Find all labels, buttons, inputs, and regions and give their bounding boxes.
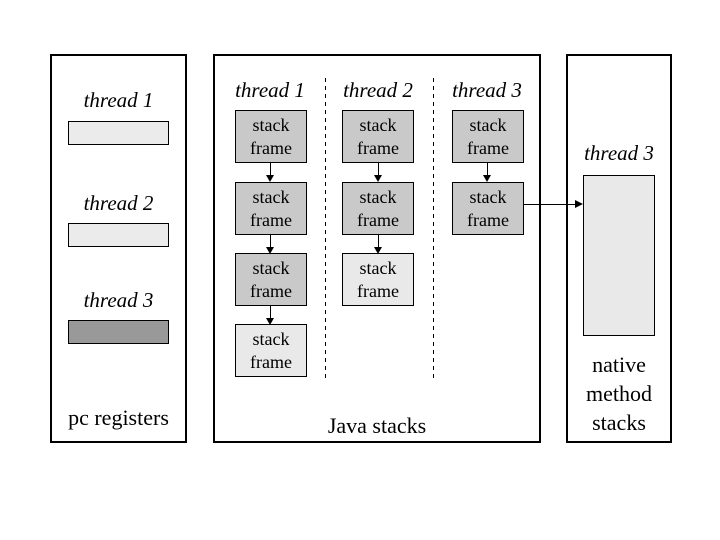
column-divider — [433, 78, 434, 378]
java-stacks-caption: Java stacks — [327, 413, 427, 438]
pc-register-box-thread-3 — [68, 320, 169, 344]
down-arrow — [483, 163, 492, 182]
stack-frame: stack frame — [342, 110, 414, 163]
native-method-stacks-panel: thread 3 native method stacks — [566, 54, 672, 443]
native-method-stacks-caption: native method stacks — [586, 352, 652, 435]
pc-registers-caption: pc registers — [68, 405, 169, 430]
stack-frame: stack frame — [452, 182, 524, 235]
java-stacks-panel: thread 1 thread 2 thread 3 Java stacks s… — [213, 54, 541, 443]
down-arrow — [374, 235, 383, 254]
stack-frame: stack frame — [452, 110, 524, 163]
down-arrow — [266, 163, 275, 182]
column-divider — [325, 78, 326, 378]
native-stack-box — [583, 175, 655, 336]
java-stacks-thread-2-heading: thread 2 — [343, 78, 413, 102]
stack-frame: stack frame — [235, 182, 307, 235]
down-arrow — [266, 235, 275, 254]
stack-frame: stack frame — [235, 324, 307, 377]
stack-frame: stack frame — [235, 253, 307, 306]
stack-frame: stack frame — [235, 110, 307, 163]
stack-frame: stack frame — [342, 253, 414, 306]
stack-frame: stack frame — [342, 182, 414, 235]
java-stacks-thread-3-heading: thread 3 — [452, 78, 522, 102]
pc-register-box-thread-1 — [68, 121, 169, 145]
pc-register-box-thread-2 — [68, 223, 169, 247]
pc-thread-2-label: thread 2 — [83, 191, 154, 215]
java-stacks-thread-1-heading: thread 1 — [235, 78, 305, 102]
pc-thread-3-label: thread 3 — [83, 288, 154, 312]
pc-registers-panel: thread 1 thread 2 thread 3 pc registers — [50, 54, 187, 443]
down-arrow — [266, 306, 275, 325]
native-thread-3-label: thread 3 — [584, 141, 654, 165]
down-arrow — [374, 163, 383, 182]
frame-to-native-stack-arrow — [523, 200, 583, 209]
pc-thread-1-label: thread 1 — [83, 88, 154, 112]
